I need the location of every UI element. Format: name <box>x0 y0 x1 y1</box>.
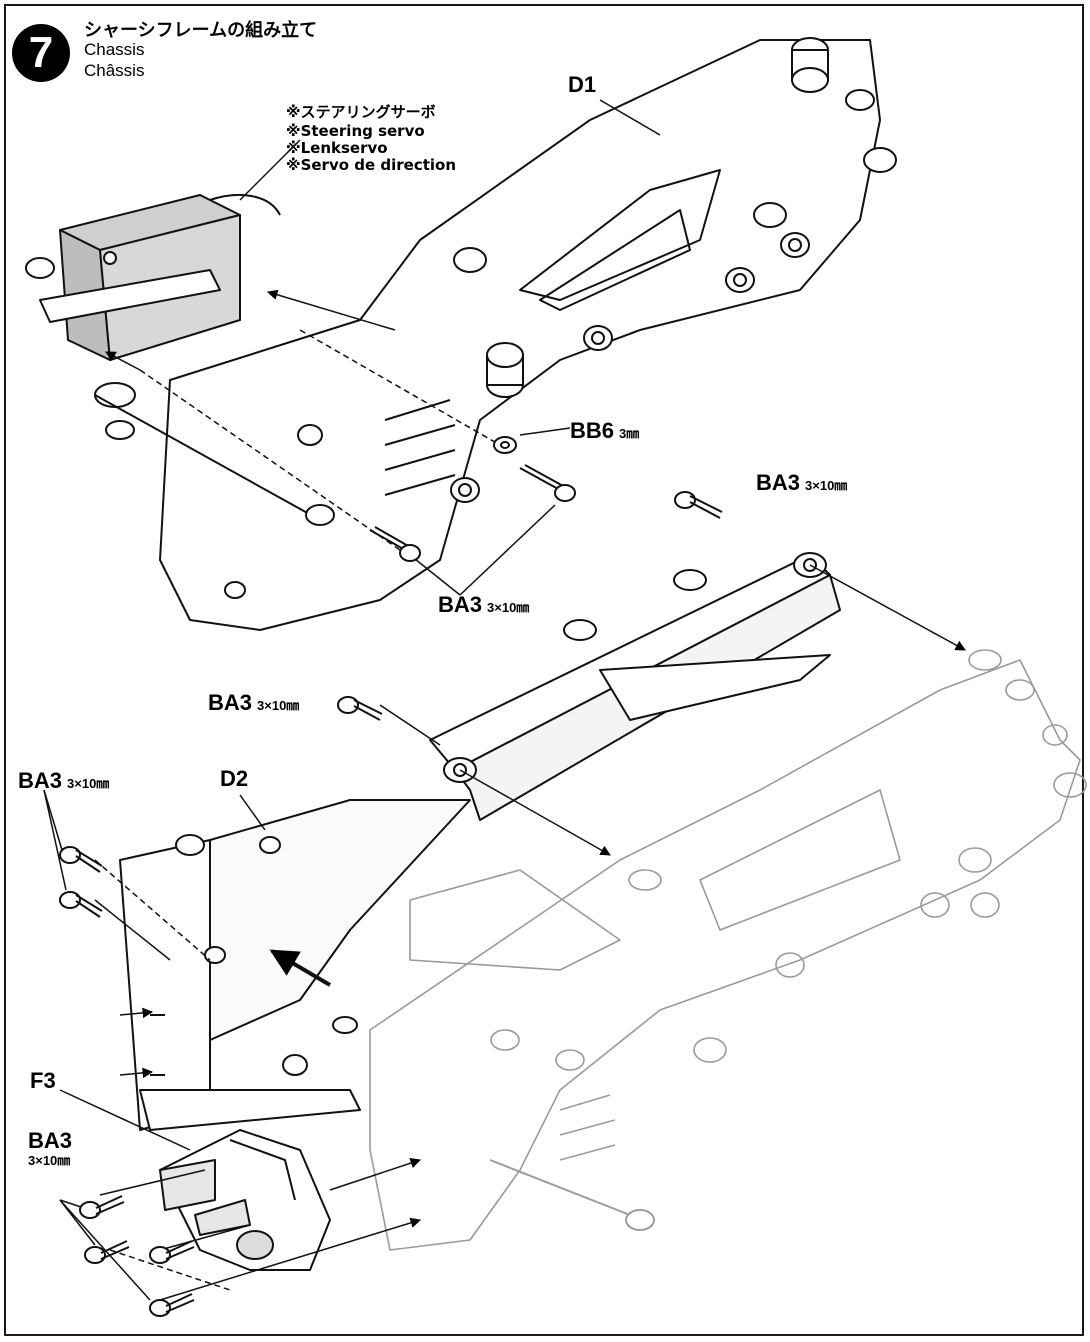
part-f3 <box>159 1129 331 1271</box>
frame-stiffener <box>429 552 841 821</box>
part-label-ba3-mid: BA3 3×10㎜ <box>208 690 299 716</box>
part-size: 3×10㎜ <box>805 478 848 493</box>
part-label-d1: D1 <box>568 72 597 97</box>
part-code: BA3 <box>28 1128 73 1153</box>
part-label-f3: F3 <box>30 1068 56 1093</box>
part-size: 3㎜ <box>619 426 640 441</box>
tie-rod <box>332 1016 655 1231</box>
servo-note-fr: ※Servo de direction <box>286 156 457 174</box>
part-size: 3×10㎜ <box>487 600 530 615</box>
screw-ba3-mid <box>337 696 383 721</box>
steering-linkage <box>94 382 335 526</box>
screw-ba3-left-1 <box>59 846 103 873</box>
part-code: BA3 <box>208 690 253 715</box>
part-label-d2: D2 <box>220 766 249 791</box>
step-title-french: Châssis <box>84 61 145 80</box>
part-code: BA3 <box>756 470 801 495</box>
washer-bb6 <box>493 436 517 454</box>
screw-ba3-left-2 <box>59 891 103 918</box>
part-label-ba3-top-right: BA3 3×10㎜ <box>756 470 847 496</box>
screw-ba3-bottom-3 <box>149 1240 195 1264</box>
part-code: BA3 <box>438 592 483 617</box>
instruction-frame <box>4 4 1084 1336</box>
screw-ba3-top-right <box>674 491 723 519</box>
part-size: 3×10㎜ <box>67 776 110 791</box>
step-title-english: Chassis <box>84 40 145 59</box>
part-label-ba3-upper: BA3 3×10㎜ <box>438 592 529 618</box>
frame-part-d2 <box>119 799 471 1131</box>
screw-ba3-bottom-4 <box>149 1293 195 1317</box>
screw-ba3-upper-left <box>369 526 421 562</box>
frame-part-d1 <box>159 37 897 631</box>
screw-ba3-upper-right <box>519 464 576 502</box>
part-label-ba3-left: BA3 3×10㎜ <box>18 768 109 794</box>
part-code: BB6 <box>570 418 615 443</box>
servo-note-ja: ※ステアリングサーボ <box>286 103 436 121</box>
part-size: 3×10㎜ <box>257 698 300 713</box>
part-size: 3×10㎜ <box>28 1153 71 1168</box>
frame-part-d1-ghost <box>369 649 1087 1251</box>
assembly-guides-lower <box>43 564 966 1301</box>
servo-note-en: ※Steering servo <box>286 122 425 140</box>
part-code: BA3 <box>18 768 63 793</box>
step-number-badge: 7 <box>12 24 70 82</box>
steering-servo <box>25 194 281 361</box>
screw-ba3-bottom-2 <box>84 1240 130 1264</box>
part-label-bb6: BB6 3㎜ <box>570 418 639 444</box>
servo-note-de: ※Lenkservo <box>286 139 388 157</box>
step-title-japanese: シャーシフレームの組み立て <box>84 20 318 41</box>
assembly-guides-upper <box>105 99 661 596</box>
screw-ba3-bottom-1 <box>79 1195 125 1219</box>
